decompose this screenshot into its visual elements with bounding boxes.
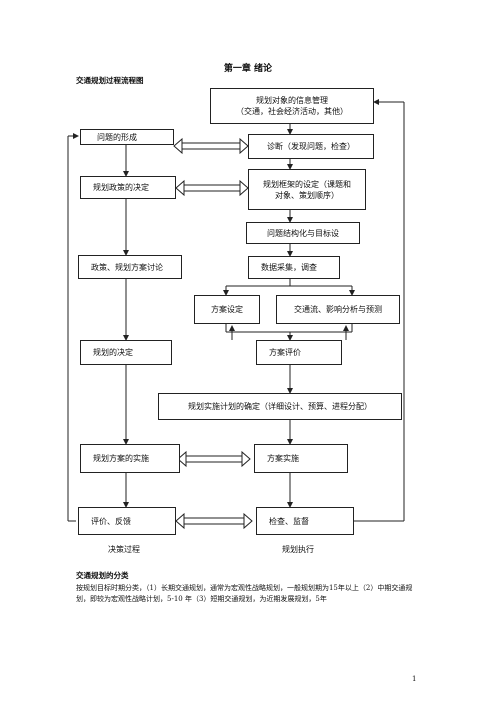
box-implementation-plan: 规划实施计划的确定（详细设计、预算、进程分配） [158, 393, 402, 420]
box-inspection: 检查、监督 [256, 507, 354, 535]
box-plan-implementation: 规划方案的实施 [80, 444, 180, 473]
box-info-management-line1: 规划对象的信息管理 [256, 96, 328, 105]
label-decision-process: 决策过程 [108, 545, 140, 554]
box-scheme-evaluation: 方案评价 [256, 340, 342, 365]
box-data-collection: 数据采集，调查 [248, 256, 340, 279]
box-structuring: 问题结构化与目标设 [246, 222, 360, 244]
box-framework: 规划框架的设定（课题和 对象、策划顺序） [248, 169, 366, 210]
box-traffic-analysis: 交通流、影响分析与预测 [276, 295, 400, 324]
box-info-management: 规划对象的信息管理 （交通，社会经济活动，其他） [210, 88, 374, 124]
box-framework-line1: 规划框架的设定（课题和 [263, 179, 351, 189]
box-problem-formation: 问题的形成 [80, 129, 174, 145]
label-plan-execution: 规划执行 [282, 545, 314, 554]
flowchart-heading: 交通规划过程流程图 [76, 76, 144, 85]
box-policy-decision: 规划政策的决定 [80, 176, 176, 199]
box-scheme-implementation: 方案实施 [254, 444, 348, 473]
page-title: 第一章 绪论 [223, 64, 273, 74]
section-heading: 交通规划的分类 [76, 571, 129, 580]
box-info-management-line2: （交通，社会经济活动，其他） [236, 107, 348, 116]
box-policy-discussion: 政策、规划方案讨论 [78, 255, 182, 279]
box-scheme-setting: 方案设定 [194, 295, 260, 324]
box-framework-line2: 对象、策划顺序） [275, 190, 339, 200]
page-number: 1 [412, 675, 417, 683]
box-plan-decision: 规划的决定 [80, 340, 172, 365]
box-diagnosis: 诊断（发现问题，检查） [248, 134, 374, 159]
box-evaluation-feedback: 评价、反馈 [78, 507, 176, 535]
classification-paragraph: 按规划目标时期分类，（1）长期交通规划，通常为宏观性战略规划，一般规划期为15年… [76, 584, 413, 603]
